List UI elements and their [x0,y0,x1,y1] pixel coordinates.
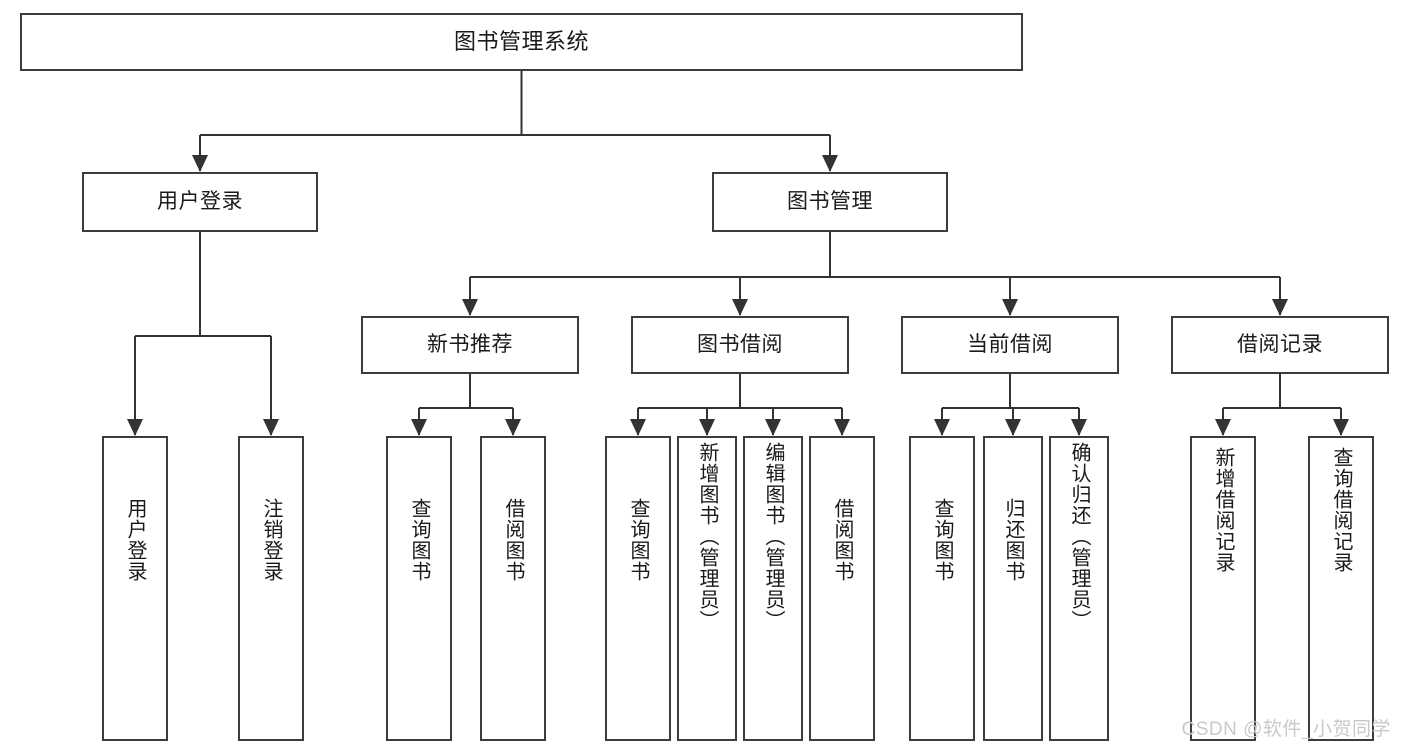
arrow-head-1-2 [1002,299,1018,316]
node-leaf-a2: 注销登录 [238,436,304,741]
node-label: 用户登录 [157,189,243,213]
arrow-head-0-1 [822,155,838,172]
node-leaf-c3: 编辑图书（管理员） [743,436,803,741]
node-leaf-c1: 查询图书 [605,436,671,741]
arrow-head-2-1 [263,419,279,436]
node-l1-a: 用户登录 [82,172,318,232]
node-leaf-d1: 查询图书 [909,436,975,741]
node-label: 借阅图书 [831,498,853,582]
arrow-head-4-1 [699,419,715,436]
node-leaf-a1: 用户登录 [102,436,168,741]
arrow-head-5-1 [1005,419,1021,436]
arrow-head-5-0 [934,419,950,436]
node-label: 图书借阅 [697,332,783,356]
node-leaf-b1: 查询图书 [386,436,452,741]
arrow-head-1-3 [1272,299,1288,316]
node-label: 用户登录 [124,498,146,582]
arrow-head-2-0 [127,419,143,436]
node-label: 新增借阅记录 [1212,447,1234,573]
arrow-head-6-0 [1215,419,1231,436]
arrow-head-1-0 [462,299,478,316]
node-label: 图书管理 [787,189,873,213]
node-l2-a: 新书推荐 [361,316,579,374]
node-label: 编辑图书（管理员） [762,442,784,631]
arrow-head-0-0 [192,155,208,172]
arrow-head-5-2 [1071,419,1087,436]
arrow-head-4-0 [630,419,646,436]
arrow-head-3-0 [411,419,427,436]
node-leaf-d2: 归还图书 [983,436,1043,741]
node-label: 借阅图书 [502,498,524,582]
arrow-head-3-1 [505,419,521,436]
node-label: 新书推荐 [427,332,513,356]
node-label: 查询图书 [627,498,649,582]
arrow-head-1-1 [732,299,748,316]
arrow-head-4-3 [834,419,850,436]
node-label: 借阅记录 [1237,332,1323,356]
node-leaf-b2: 借阅图书 [480,436,546,741]
node-label: 归还图书 [1002,498,1024,582]
node-label: 查询借阅记录 [1330,447,1352,573]
node-leaf-c2: 新增图书（管理员） [677,436,737,741]
arrow-head-4-2 [765,419,781,436]
node-label: 查询图书 [408,498,430,582]
node-leaf-c4: 借阅图书 [809,436,875,741]
node-label: 注销登录 [260,498,282,582]
node-label: 确认归还（管理员） [1068,442,1090,631]
node-label: 查询图书 [931,498,953,582]
node-root: 图书管理系统 [20,13,1023,71]
node-label: 当前借阅 [967,332,1053,356]
node-leaf-d3: 确认归还（管理员） [1049,436,1109,741]
node-l2-b: 图书借阅 [631,316,849,374]
node-leaf-e1: 新增借阅记录 [1190,436,1256,741]
node-leaf-e2: 查询借阅记录 [1308,436,1374,741]
node-label: 图书管理系统 [453,29,589,55]
node-label: 新增图书（管理员） [696,442,718,631]
node-l1-b: 图书管理 [712,172,948,232]
node-l2-d: 借阅记录 [1171,316,1389,374]
watermark: CSDN @软件_小贺同学 [1181,719,1391,740]
node-l2-c: 当前借阅 [901,316,1119,374]
arrow-head-6-1 [1333,419,1349,436]
